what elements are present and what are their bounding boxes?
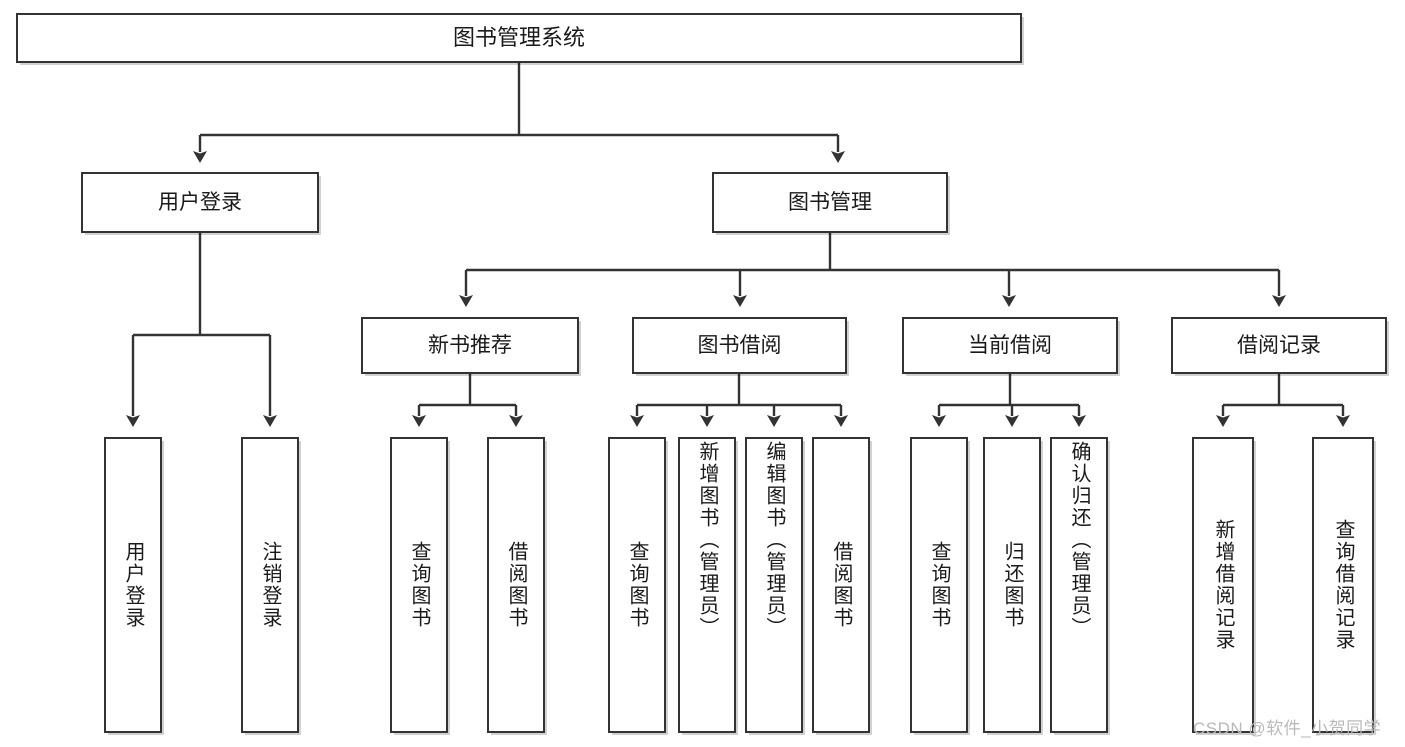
leaf-user-login-label: 用户登录 xyxy=(122,541,144,629)
node-book-management[interactable]: 图书管理 xyxy=(712,172,948,233)
leaf-edit-book-admin-label: 编辑图书（管理员） xyxy=(763,441,785,639)
node-new-book-recommend[interactable]: 新书推荐 xyxy=(361,317,579,374)
leaf-query-book-current[interactable]: 查询图书 xyxy=(910,437,968,733)
leaf-query-book-current-label: 查询图书 xyxy=(928,541,950,629)
leaf-add-book-admin-label: 新增图书（管理员） xyxy=(696,441,718,639)
leaf-query-book-recommend-label: 查询图书 xyxy=(408,541,430,629)
leaf-add-borrow-record-label: 新增借阅记录 xyxy=(1212,519,1234,651)
node-current-borrow-label: 当前借阅 xyxy=(968,333,1052,357)
leaf-edit-book-admin[interactable]: 编辑图书（管理员） xyxy=(745,437,803,733)
node-user-login-label: 用户登录 xyxy=(158,190,242,214)
csdn-watermark: CSDN @软件_小贺同学 xyxy=(1193,719,1382,738)
node-borrow-record[interactable]: 借阅记录 xyxy=(1171,317,1387,374)
leaf-borrow-book[interactable]: 借阅图书 xyxy=(812,437,870,733)
node-book-borrow[interactable]: 图书借阅 xyxy=(632,317,847,374)
node-book-borrow-label: 图书借阅 xyxy=(697,333,782,357)
leaf-logout-label: 注销登录 xyxy=(259,541,281,629)
leaf-return-book-label: 归还图书 xyxy=(1001,541,1023,629)
node-root[interactable]: 图书管理系统 xyxy=(16,13,1022,63)
leaf-add-book-admin[interactable]: 新增图书（管理员） xyxy=(678,437,736,733)
leaf-query-borrow-record-label: 查询借阅记录 xyxy=(1332,519,1354,651)
leaf-query-book-recommend[interactable]: 查询图书 xyxy=(390,437,448,733)
node-root-label: 图书管理系统 xyxy=(452,24,585,50)
node-borrow-record-label: 借阅记录 xyxy=(1237,333,1321,357)
leaf-user-login[interactable]: 用户登录 xyxy=(104,437,162,733)
leaf-add-borrow-record[interactable]: 新增借阅记录 xyxy=(1192,437,1254,733)
node-book-management-label: 图书管理 xyxy=(788,190,872,214)
leaf-borrow-book-label: 借阅图书 xyxy=(830,541,852,629)
node-current-borrow[interactable]: 当前借阅 xyxy=(902,317,1118,374)
leaf-query-book-label: 查询图书 xyxy=(626,541,648,629)
leaf-confirm-return-admin-label: 确认归还（管理员） xyxy=(1068,441,1090,639)
node-new-book-recommend-label: 新书推荐 xyxy=(428,333,512,357)
leaf-query-book[interactable]: 查询图书 xyxy=(608,437,666,733)
leaf-query-borrow-record[interactable]: 查询借阅记录 xyxy=(1312,437,1374,733)
leaf-confirm-return-admin[interactable]: 确认归还（管理员） xyxy=(1050,437,1108,733)
leaf-logout[interactable]: 注销登录 xyxy=(241,437,299,733)
node-user-login[interactable]: 用户登录 xyxy=(81,172,319,233)
leaf-borrow-book-recommend[interactable]: 借阅图书 xyxy=(487,437,545,733)
leaf-return-book[interactable]: 归还图书 xyxy=(983,437,1041,733)
leaf-borrow-book-recommend-label: 借阅图书 xyxy=(505,541,527,629)
